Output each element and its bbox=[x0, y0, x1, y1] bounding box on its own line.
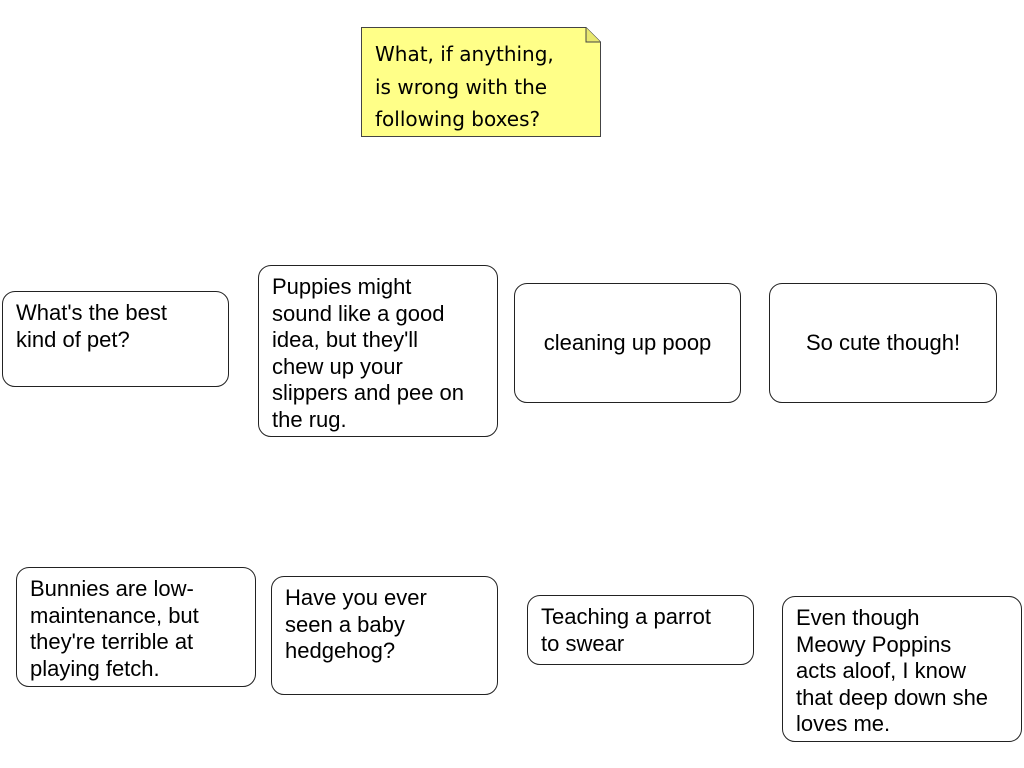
text-box-puppies[interactable]: Puppies might sound like a good idea, bu… bbox=[258, 265, 498, 437]
text-box-bunnies[interactable]: Bunnies are low- maintenance, but they'r… bbox=[16, 567, 256, 687]
sticky-note: What, if anything, is wrong with the fol… bbox=[361, 27, 601, 137]
text-box-so-cute[interactable]: So cute though! bbox=[769, 283, 997, 403]
text-box-meowy-poppins[interactable]: Even though Meowy Poppins acts aloof, I … bbox=[782, 596, 1022, 742]
text-box-best-pet[interactable]: What's the best kind of pet? bbox=[2, 291, 229, 387]
text-box-hedgehog[interactable]: Have you ever seen a baby hedgehog? bbox=[271, 576, 498, 695]
sticky-note-shape bbox=[361, 27, 601, 137]
text-box-cleaning-poop[interactable]: cleaning up poop bbox=[514, 283, 741, 403]
text-box-parrot[interactable]: Teaching a parrot to swear bbox=[527, 595, 754, 665]
sticky-note-text: What, if anything, is wrong with the fol… bbox=[375, 42, 554, 131]
